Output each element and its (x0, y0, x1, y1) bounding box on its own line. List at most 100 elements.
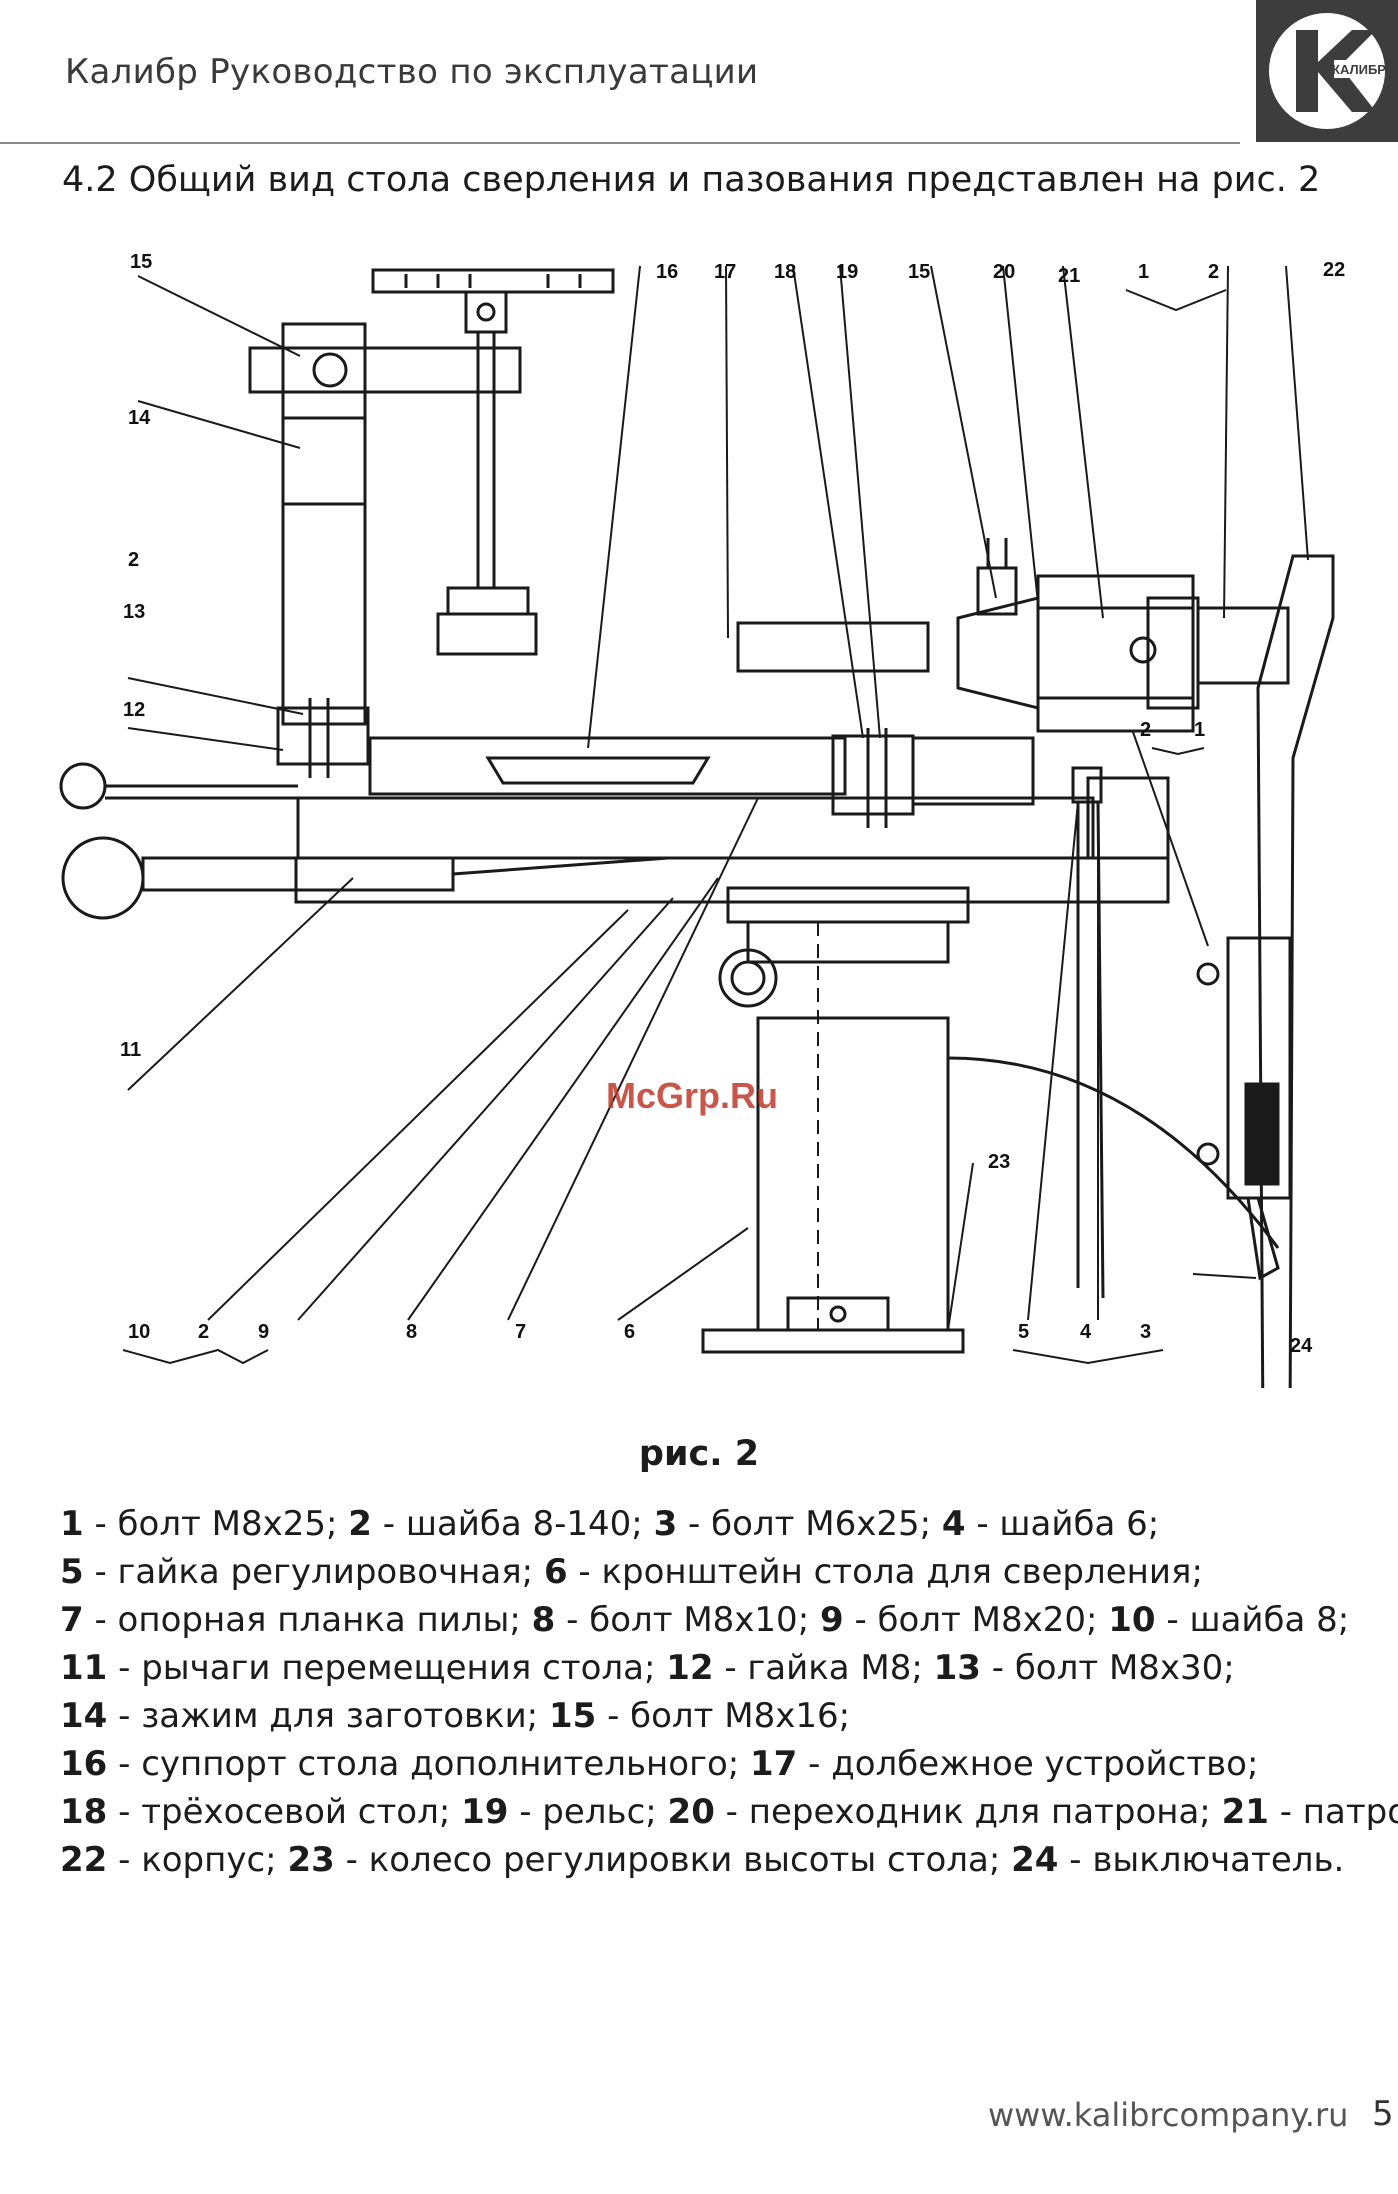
technical-drawing: 15 16 17 18 19 15 20 21 1 2 22 14 2 13 1… (28, 238, 1368, 1388)
callout-left: 12 (123, 699, 145, 721)
callout-right: 2 (1140, 719, 1151, 741)
callout-top: 16 (656, 261, 678, 283)
logo-text: КАЛИБР (1332, 62, 1386, 77)
footer-url: www.kalibrcompany.ru (988, 2096, 1349, 2134)
callout-bottom: 10 (128, 1321, 150, 1343)
legend-part-description: - опорная планка пилы; (83, 1600, 532, 1640)
callout-top: 20 (993, 261, 1015, 283)
legend-part-description: - корпус; (107, 1840, 288, 1880)
legend-part-description: - рычаги перемещения стола; (107, 1648, 667, 1688)
legend-part-description: - трёхосевой стол; (107, 1792, 462, 1832)
drawing-svg: 15 16 17 18 19 15 20 21 1 2 22 14 2 13 1… (59, 251, 1345, 1388)
header-divider (0, 142, 1240, 144)
legend-part-description: - долбежное устройство; (797, 1744, 1259, 1784)
legend-part-number: 2 (348, 1504, 372, 1544)
legend-line: 18 - трёхосевой стол; 19 - рельс; 20 - п… (60, 1788, 1398, 1836)
callout-bottom: 8 (406, 1321, 417, 1343)
header-title: Калибр Руководство по эксплуатации (65, 52, 759, 92)
legend-part-number: 15 (548, 1696, 597, 1736)
legend-part-description: - болт М8х30; (980, 1648, 1235, 1688)
legend-part-number: 21 (1221, 1792, 1269, 1832)
legend-part-description: - переходник для патрона; (714, 1792, 1222, 1832)
legend-part-description: - шайба 8-140; (371, 1504, 654, 1544)
callout-right: 1 (1194, 719, 1205, 741)
drawing-lines (59, 268, 1335, 1388)
callout-top: 19 (836, 261, 858, 283)
legend-part-number: 9 (819, 1600, 844, 1640)
legend-part-description: - гайка регулировочная; (83, 1552, 544, 1592)
legend-part-number: 3 (653, 1504, 678, 1544)
legend-part-number: 12 (666, 1648, 714, 1688)
legend-part-description: - рельс; (508, 1792, 668, 1832)
callout-right: 23 (988, 1151, 1010, 1173)
callout-top: 22 (1323, 259, 1345, 281)
kalibr-logo-icon: КАЛИБР (1269, 13, 1386, 129)
legend-part-number: 1 (60, 1504, 84, 1544)
legend-part-description: - выключатель. (1058, 1840, 1345, 1880)
watermark: McGrp.Ru (606, 1075, 778, 1116)
callout-left: 2 (128, 549, 139, 571)
callout-left: 13 (123, 601, 145, 623)
legend-part-description: - болт М8х16; (596, 1696, 851, 1736)
legend-part-description: - кронштейн стола для сверления; (567, 1552, 1203, 1592)
legend-line: 11 - рычаги перемещения стола; 12 - гайк… (60, 1644, 1390, 1692)
legend-part-description: - суппорт стола дополнительного; (107, 1744, 751, 1784)
section-heading: 4.2 Общий вид стола сверления и пазовани… (62, 160, 1321, 200)
callout-bottom: 6 (624, 1321, 635, 1343)
callout-bottom: 4 (1080, 1321, 1092, 1343)
callout-top: 15 (908, 261, 930, 283)
callout-left: 11 (120, 1039, 141, 1061)
legend-part-number: 7 (60, 1600, 84, 1640)
legend-part-number: 19 (461, 1792, 509, 1832)
legend-part-description: - болт М8х10; (555, 1600, 820, 1640)
kalibr-logo: КАЛИБР (1256, 0, 1398, 142)
callout-right: 24 (1290, 1335, 1313, 1357)
legend-part-number: 14 (60, 1696, 108, 1736)
callout-bottom: 9 (258, 1321, 269, 1343)
legend-part-description: - шайба 6; (965, 1504, 1160, 1544)
legend-part-number: 16 (60, 1744, 108, 1784)
callout-top: 21 (1058, 265, 1080, 287)
legend-part-number: 10 (1108, 1600, 1156, 1640)
legend-part-number: 13 (933, 1648, 981, 1688)
legend-line: 16 - суппорт стола дополнительного; 17 -… (60, 1740, 1390, 1788)
legend-part-number: 4 (941, 1504, 966, 1544)
legend-part-description: - зажим для заготовки; (107, 1696, 549, 1736)
legend-part-description: - болт М6х25; (677, 1504, 942, 1544)
legend-line: 1 - болт М8х25; 2 - шайба 8-140; 3 - бол… (60, 1500, 1390, 1548)
legend-part-number: 18 (60, 1792, 108, 1832)
legend-part-number: 22 (60, 1840, 108, 1880)
leader-lines (127, 265, 1309, 1331)
legend-part-number: 20 (667, 1792, 715, 1832)
legend-part-description: - гайка М8; (713, 1648, 934, 1688)
callout-top: 2 (1208, 261, 1219, 283)
callout-bottom: 3 (1140, 1321, 1151, 1343)
callout-brackets (122, 289, 1227, 1365)
parts-legend: 1 - болт М8х25; 2 - шайба 8-140; 3 - бол… (60, 1500, 1398, 1884)
legend-part-description: - болт М8х25; (83, 1504, 349, 1544)
legend-line: 22 - корпус; 23 - колесо регулировки выс… (60, 1836, 1390, 1884)
legend-part-number: 8 (531, 1600, 556, 1640)
legend-part-number: 17 (750, 1744, 798, 1784)
callout-left: 14 (128, 407, 151, 429)
callout-bottom: 2 (198, 1321, 209, 1343)
legend-part-number: 6 (543, 1552, 568, 1592)
figure-caption: рис. 2 (638, 1434, 760, 1474)
legend-line: 14 - зажим для заготовки; 15 - болт М8х1… (60, 1692, 1390, 1740)
legend-part-description: - болт М8х20; (843, 1600, 1109, 1640)
legend-part-number: 5 (60, 1552, 84, 1592)
page-number: 5 (1372, 2094, 1394, 2134)
callout-top: 15 (130, 251, 152, 273)
callout-top: 1 (1138, 261, 1149, 283)
legend-line: 5 - гайка регулировочная; 6 - кронштейн … (60, 1548, 1390, 1596)
callout-bottom: 7 (515, 1321, 526, 1343)
legend-part-number: 23 (287, 1840, 335, 1880)
callout-top: 17 (714, 261, 736, 283)
legend-line: 7 - опорная планка пилы; 8 - болт М8х10;… (60, 1596, 1390, 1644)
legend-part-description: - колесо регулировки высоты стола; (334, 1840, 1012, 1880)
legend-part-number: 24 (1011, 1840, 1059, 1880)
legend-part-description: - патрон; (1279, 1792, 1398, 1832)
legend-part-number: 11 (60, 1648, 108, 1688)
legend-part-description: - шайба 8; (1155, 1600, 1350, 1640)
callout-top: 18 (774, 261, 796, 283)
